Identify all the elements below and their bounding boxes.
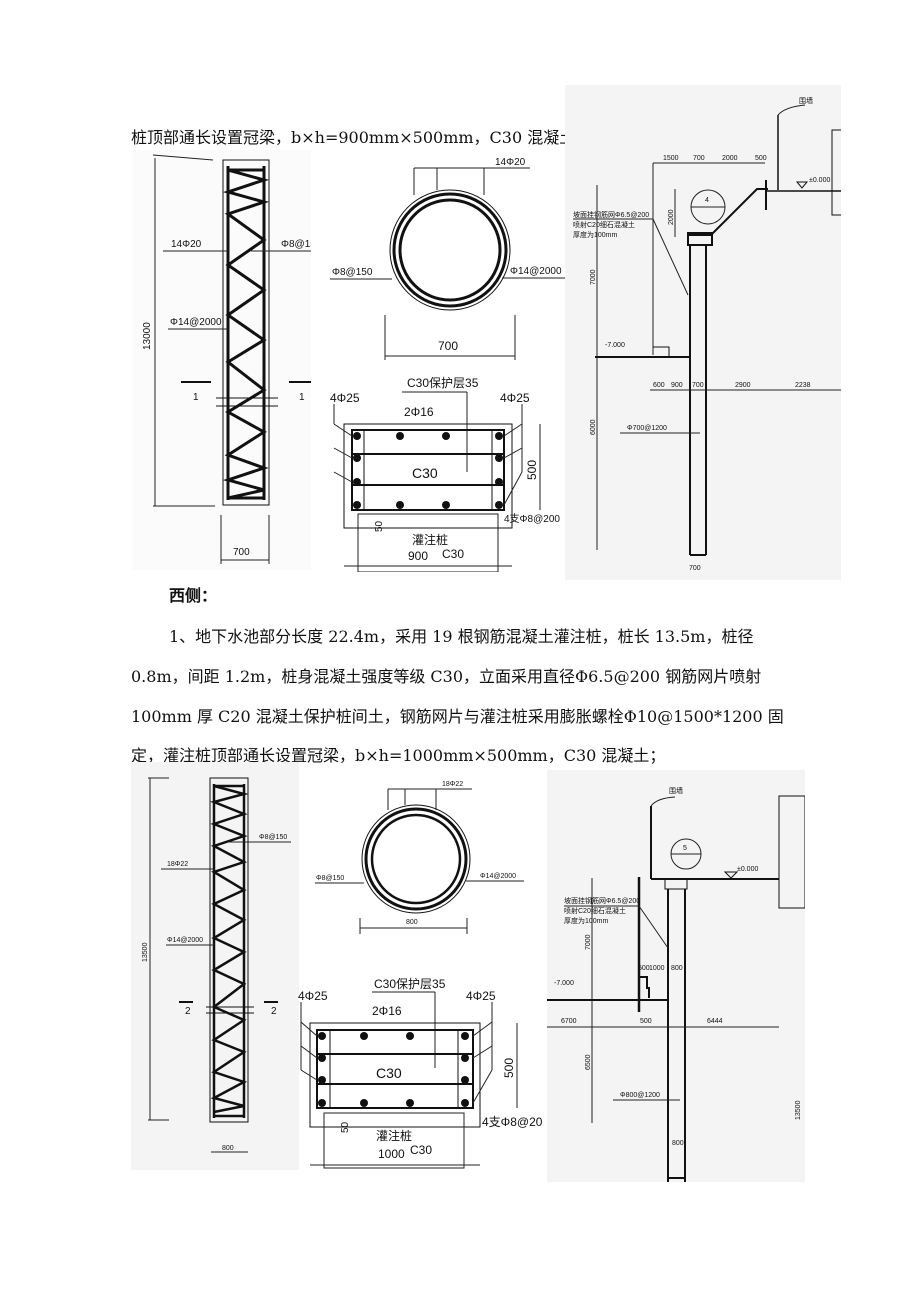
east-section-longitudinal-label: 14Φ20 xyxy=(495,157,526,168)
west-beam-concrete: C30 xyxy=(376,1065,402,1081)
east-beam-stirrup: 4支Φ8@200 xyxy=(504,513,560,525)
west-beam-corner-left: 4Φ25 xyxy=(298,989,328,1003)
west-beam-width: 1000 xyxy=(378,1147,405,1161)
east-beam-concrete: C30 xyxy=(412,465,438,481)
west-section-diameter: 800 xyxy=(406,919,418,926)
east-crown-beam-figure: C30保护层35 4Φ25 4Φ25 2Φ16 C30 500 4支Φ8@200… xyxy=(322,372,567,572)
east-beam-middle-bar: 2Φ16 xyxy=(404,405,434,419)
west-beam-height: 500 xyxy=(502,1058,516,1078)
west-detail-number: 5 xyxy=(683,845,687,852)
east-beam-corner-left: 4Φ25 xyxy=(330,391,360,405)
west-pile-spec: Φ800@1200 xyxy=(620,1092,660,1099)
west-step-dim-3: 800 xyxy=(671,965,683,972)
west-total-depth: 13500 xyxy=(795,1100,802,1120)
west-beam-middle-bar: 2Φ16 xyxy=(372,1004,402,1018)
west-wall-label: 围墙 xyxy=(669,786,683,795)
east-note-line-1: 坡面挂钢筋网Φ6.5@200 xyxy=(573,210,649,219)
west-upper-depth: 7000 xyxy=(585,934,592,950)
east-stiffener-label: Φ14@2000 xyxy=(170,317,222,328)
west-pile-length: 13500 xyxy=(142,942,149,962)
west-step-dim-1: 500 xyxy=(638,965,650,972)
west-section-longitudinal-label: 18Φ22 xyxy=(442,781,463,788)
west-beam-pile-label: 灌注桩 xyxy=(376,1128,412,1143)
west-note-line-3: 厚度为100mm xyxy=(564,916,609,925)
east-beam-corner-right: 4Φ25 xyxy=(500,391,530,405)
east-note-line-3: 厚度为100mm xyxy=(573,230,618,239)
west-step-dim-2: 1000 xyxy=(649,965,665,972)
east-lower-depth: 6000 xyxy=(590,419,597,435)
east-slope-height: 2000 xyxy=(668,209,675,225)
west-longitudinal-bar-label: 18Φ22 xyxy=(167,861,188,868)
east-top-dim-4: 500 xyxy=(755,155,767,162)
west-beam-cover-label: C30保护层35 xyxy=(374,977,446,991)
east-longitudinal-bar-label: 14Φ20 xyxy=(171,239,202,250)
east-top-dim-3: 2000 xyxy=(722,155,738,162)
west-mid-dim-1: 6700 xyxy=(561,1018,577,1025)
east-top-dim-2: 700 xyxy=(693,155,705,162)
east-elevation-bottom: -7.000 xyxy=(605,342,625,349)
west-pile-width: 800 xyxy=(222,1145,234,1152)
east-beam-embed: 50 xyxy=(374,520,385,532)
west-beam-embed: 50 xyxy=(340,1121,351,1133)
east-pile-spec: Φ700@1200 xyxy=(627,425,667,432)
west-mid-dim-3: 6444 xyxy=(707,1018,723,1025)
west-profile-figure: 围墙 ±0.000 5 500 1000 800 -7.000 6700 500… xyxy=(547,770,805,1182)
west-paragraph-line-1: 1、地下水池部分长度 22.4m，采用 19 根钢筋混凝土灌注桩，桩长 13.5… xyxy=(169,627,754,646)
west-section-mark-right: 2 xyxy=(271,1006,277,1017)
east-beam-pile-label: 灌注桩 xyxy=(412,532,448,547)
west-lower-depth: 6500 xyxy=(585,1054,592,1070)
east-stirrup-label: Φ8@150 xyxy=(281,239,311,250)
west-stiffener-label: Φ14@2000 xyxy=(167,937,203,944)
east-detail-number: 4 xyxy=(705,197,709,204)
west-beam-corner-right: 4Φ25 xyxy=(466,989,496,1003)
east-pile-section-figure: 14Φ20 Φ8@150 Φ14@2000 700 xyxy=(330,150,565,365)
west-elevation-top: ±0.000 xyxy=(737,866,758,873)
west-stirrup-label: Φ8@150 xyxy=(259,834,287,841)
west-profile-pile-width: 800 xyxy=(672,1140,684,1147)
west-beam-stirrup: 4支Φ8@200 xyxy=(482,1115,542,1129)
east-section-mark-right: 1 xyxy=(299,392,305,403)
east-pile-length: 13000 xyxy=(142,322,153,350)
east-mid-dim-3: 700 xyxy=(692,382,704,389)
east-mid-dim-5: 2238 xyxy=(795,382,811,389)
east-section-mark-left: 1 xyxy=(193,392,199,403)
east-beam-height: 500 xyxy=(525,460,539,480)
west-mid-dim-2: 500 xyxy=(640,1018,652,1025)
east-section-diameter: 700 xyxy=(438,339,458,353)
east-section-stirrup-label: Φ8@150 xyxy=(332,267,373,278)
east-profile-pile-width: 700 xyxy=(689,565,701,572)
west-paragraph-line-3: 100mm 厚 C20 混凝土保护桩间土，钢筋网片与灌注桩采用膨胀螺栓Φ10@1… xyxy=(131,707,784,726)
east-beam-pile-concrete: C30 xyxy=(442,547,464,561)
west-beam-pile-concrete: C30 xyxy=(410,1143,432,1157)
east-note-line-2: 喷射C20细石混凝土 xyxy=(573,220,635,229)
west-paragraph-line-4: 定，灌注桩顶部通长设置冠梁，b×h=1000mm×500mm，C30 混凝土； xyxy=(131,746,666,765)
east-side-text-tail: 桩顶部通长设置冠梁，b×h=900mm×500mm，C30 混凝土； xyxy=(131,128,592,147)
east-elevation-top: ±0.000 xyxy=(809,177,830,184)
west-section-mark-left: 2 xyxy=(185,1006,191,1017)
west-section-stirrup-label: Φ8@150 xyxy=(316,875,344,882)
east-upper-depth: 7000 xyxy=(590,269,597,285)
east-section-stiffener-label: Φ14@2000 xyxy=(510,266,562,277)
east-mid-dim-2: 900 xyxy=(671,382,683,389)
east-mid-dim-1: 600 xyxy=(653,382,665,389)
east-top-dim-1: 1500 xyxy=(663,155,679,162)
east-pile-width: 700 xyxy=(233,547,250,558)
west-paragraph-line-2: 0.8m，间距 1.2m，桩身混凝土强度等级 C30，立面采用直径Φ6.5@20… xyxy=(131,667,762,686)
west-pile-section-figure: 18Φ22 Φ8@150 Φ14@2000 800 xyxy=(312,768,532,943)
west-note-line-2: 喷射C20细石混凝土 xyxy=(564,906,626,915)
west-side-heading: 西侧： xyxy=(169,586,218,605)
west-note-line-1: 坡面挂钢筋网Φ6.5@200 xyxy=(564,896,640,905)
west-crown-beam-figure: C30保护层35 4Φ25 4Φ25 2Φ16 C30 500 4支Φ8@200… xyxy=(292,968,542,1170)
east-pile-elevation-figure: 13000 14Φ20 Φ8@150 Φ14@2000 1 1 700 xyxy=(133,150,311,570)
east-beam-cover-label: C30保护层35 xyxy=(407,376,479,390)
west-section-stiffener-label: Φ14@2000 xyxy=(480,873,516,880)
east-wall-label: 围墙 xyxy=(799,96,813,105)
east-beam-width: 900 xyxy=(408,549,428,563)
west-elevation-bottom: -7.000 xyxy=(554,980,574,987)
west-pile-elevation-figure: 13500 Φ8@150 18Φ22 Φ14@2000 2 2 800 xyxy=(131,762,299,1170)
east-profile-figure: 围墙 1500 700 2000 500 ±0.000 4 2000 坡面挂钢筋… xyxy=(565,85,841,580)
east-mid-dim-4: 2900 xyxy=(735,382,751,389)
